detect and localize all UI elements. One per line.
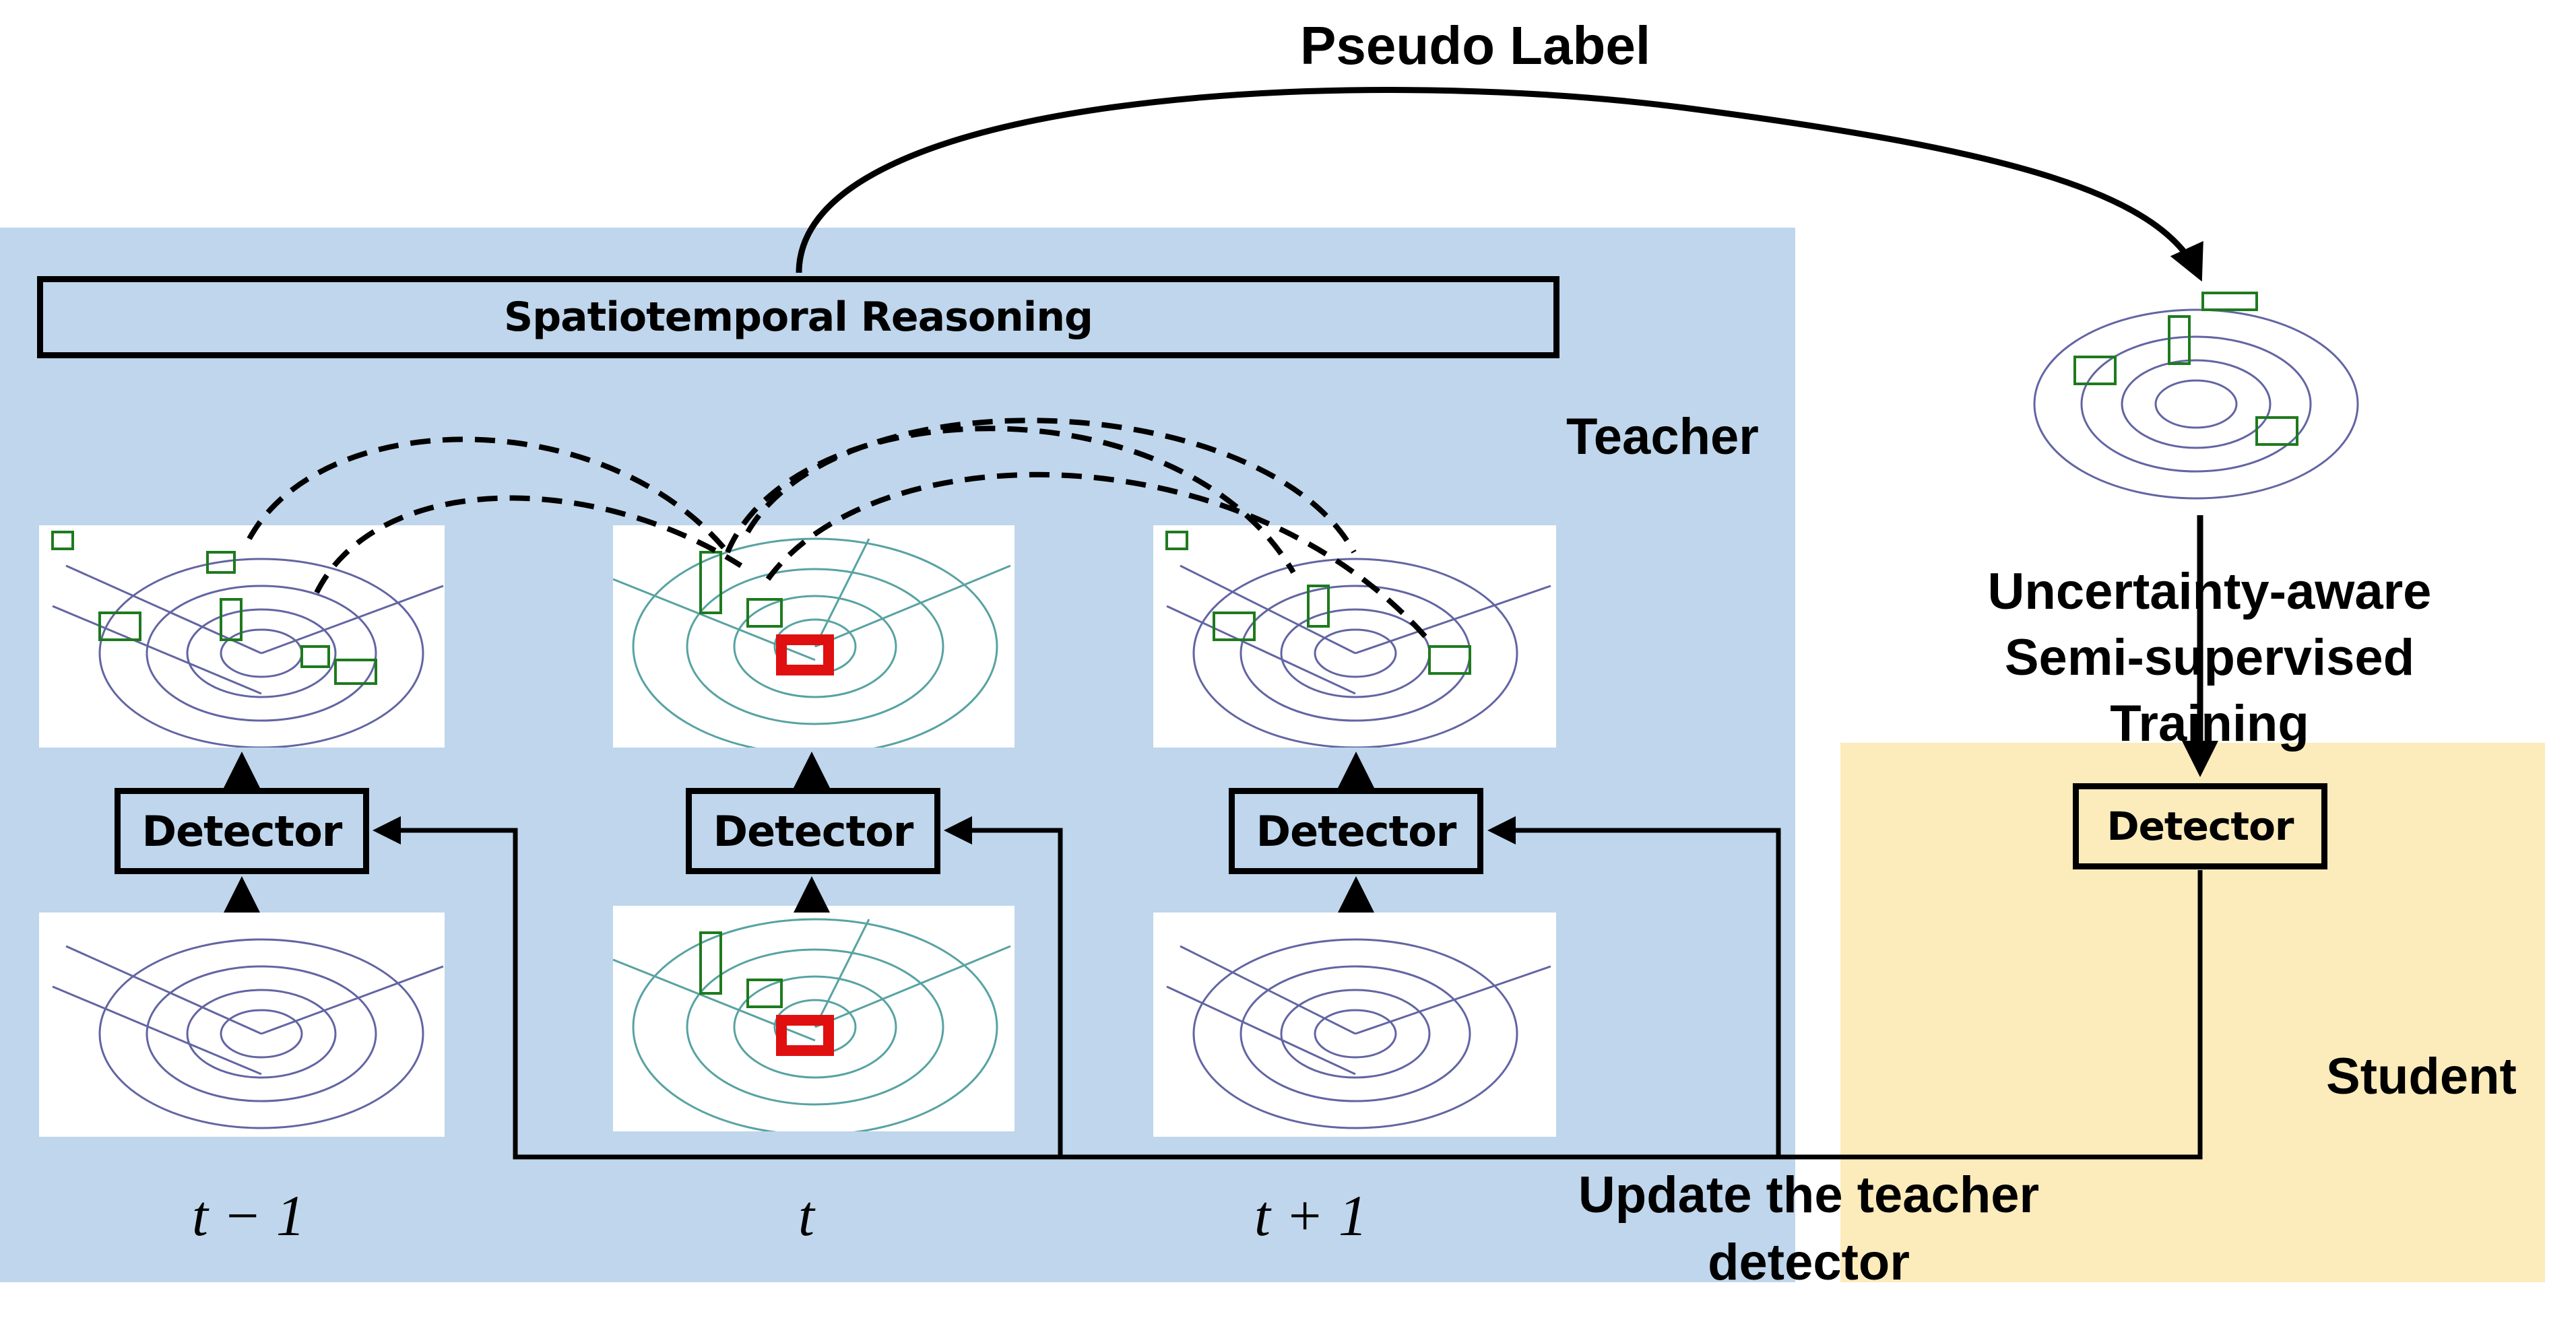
point-cloud-image: [613, 537, 1011, 748]
teacher-label: Teacher: [1566, 408, 1759, 465]
pseudo-label-title: Pseudo Label: [1300, 15, 1651, 75]
point-cloud-image: [1166, 938, 1551, 1129]
annotated-box: [776, 634, 834, 675]
update-line: [1487, 816, 1781, 1157]
spatiotemporal-reasoning-box: Spatiotemporal Reasoning: [37, 276, 1559, 358]
point-cloud-image: [52, 938, 444, 1129]
teacher-detector-t-minus-1: Detector: [115, 788, 369, 874]
training-label-line: Semi-supervised: [2004, 629, 2415, 686]
teacher-detector-t-plus-1: Detector: [1229, 788, 1483, 874]
update-label-line: Update the teacher: [1578, 1166, 2040, 1224]
update-line: [944, 816, 1063, 1157]
point-cloud-image: [2033, 292, 2359, 500]
annotated-box: [776, 1015, 834, 1056]
update-label-line: detector: [1708, 1234, 1910, 1291]
training-label-line: Uncertainty-aware: [1987, 563, 2432, 620]
student-detector: Detector: [2073, 783, 2327, 869]
time-label-t-plus-1: t + 1: [1254, 1183, 1367, 1248]
pseudo-label-arrow: [796, 87, 2203, 282]
update-line: [373, 816, 2203, 1160]
output-frame-t-minus-1: [39, 525, 445, 748]
training-label: Uncertainty-aware Semi-supervised Traini…: [1954, 559, 2466, 757]
input-frame-t-plus-1: [1153, 913, 1556, 1137]
point-cloud-image: [613, 918, 1011, 1131]
student-label: Student: [2326, 1048, 2517, 1105]
time-label-t-minus-1: t − 1: [192, 1183, 305, 1248]
point-cloud-image: [1165, 531, 1551, 748]
training-label-line: Training: [2110, 695, 2309, 752]
output-frame-t-plus-1: [1153, 525, 1556, 748]
input-frame-t: [613, 906, 1015, 1131]
pseudo-label-frame: [2001, 290, 2398, 505]
output-frame-t: [613, 525, 1015, 748]
update-label: Update the teacher detector: [1543, 1162, 2075, 1296]
point-cloud-image: [51, 531, 444, 748]
teacher-detector-t: Detector: [686, 788, 940, 874]
temporal-links: [247, 418, 1431, 642]
time-label-t: t: [798, 1183, 814, 1248]
student-panel: [1840, 743, 2545, 1282]
input-frame-t-minus-1: [39, 913, 445, 1137]
